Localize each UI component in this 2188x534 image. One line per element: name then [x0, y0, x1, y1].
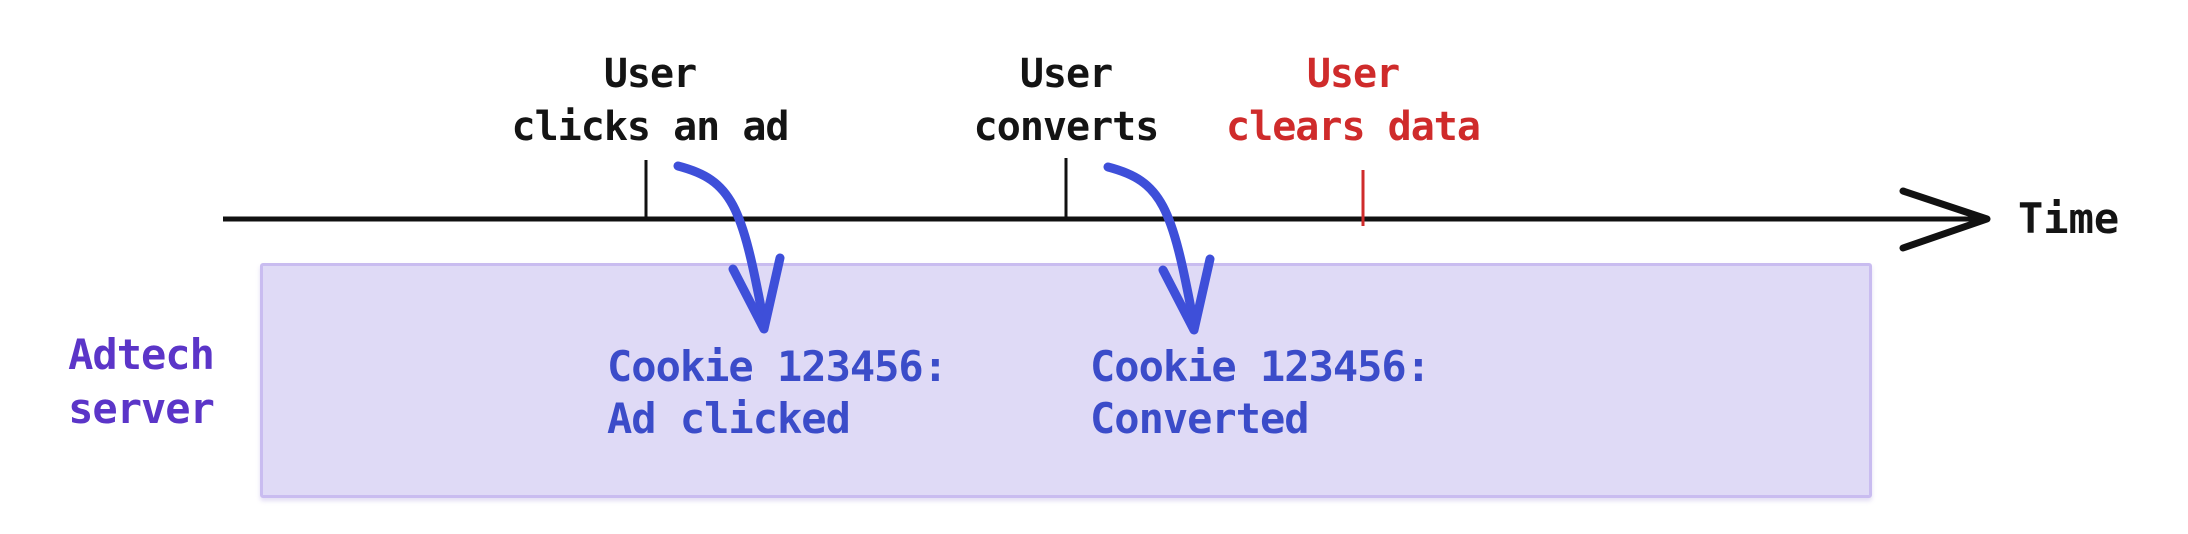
- cookie-record-ad-clicked: Cookie 123456: Ad clicked: [607, 342, 948, 443]
- event-label-user-converts: User converts: [973, 51, 1160, 150]
- cookie-record-converted: Cookie 123456: Converted: [1090, 342, 1431, 443]
- time-axis-label: Time: [2018, 194, 2120, 243]
- event-label-user-clears-data: User clears data: [1226, 51, 1481, 150]
- axis-arrowhead-icon: [1899, 187, 1991, 252]
- adtech-server-box: [260, 263, 1872, 498]
- adtech-server-label: Adtech server: [68, 330, 215, 433]
- event-label-user-clicks-ad: User clicks an ad: [511, 51, 790, 150]
